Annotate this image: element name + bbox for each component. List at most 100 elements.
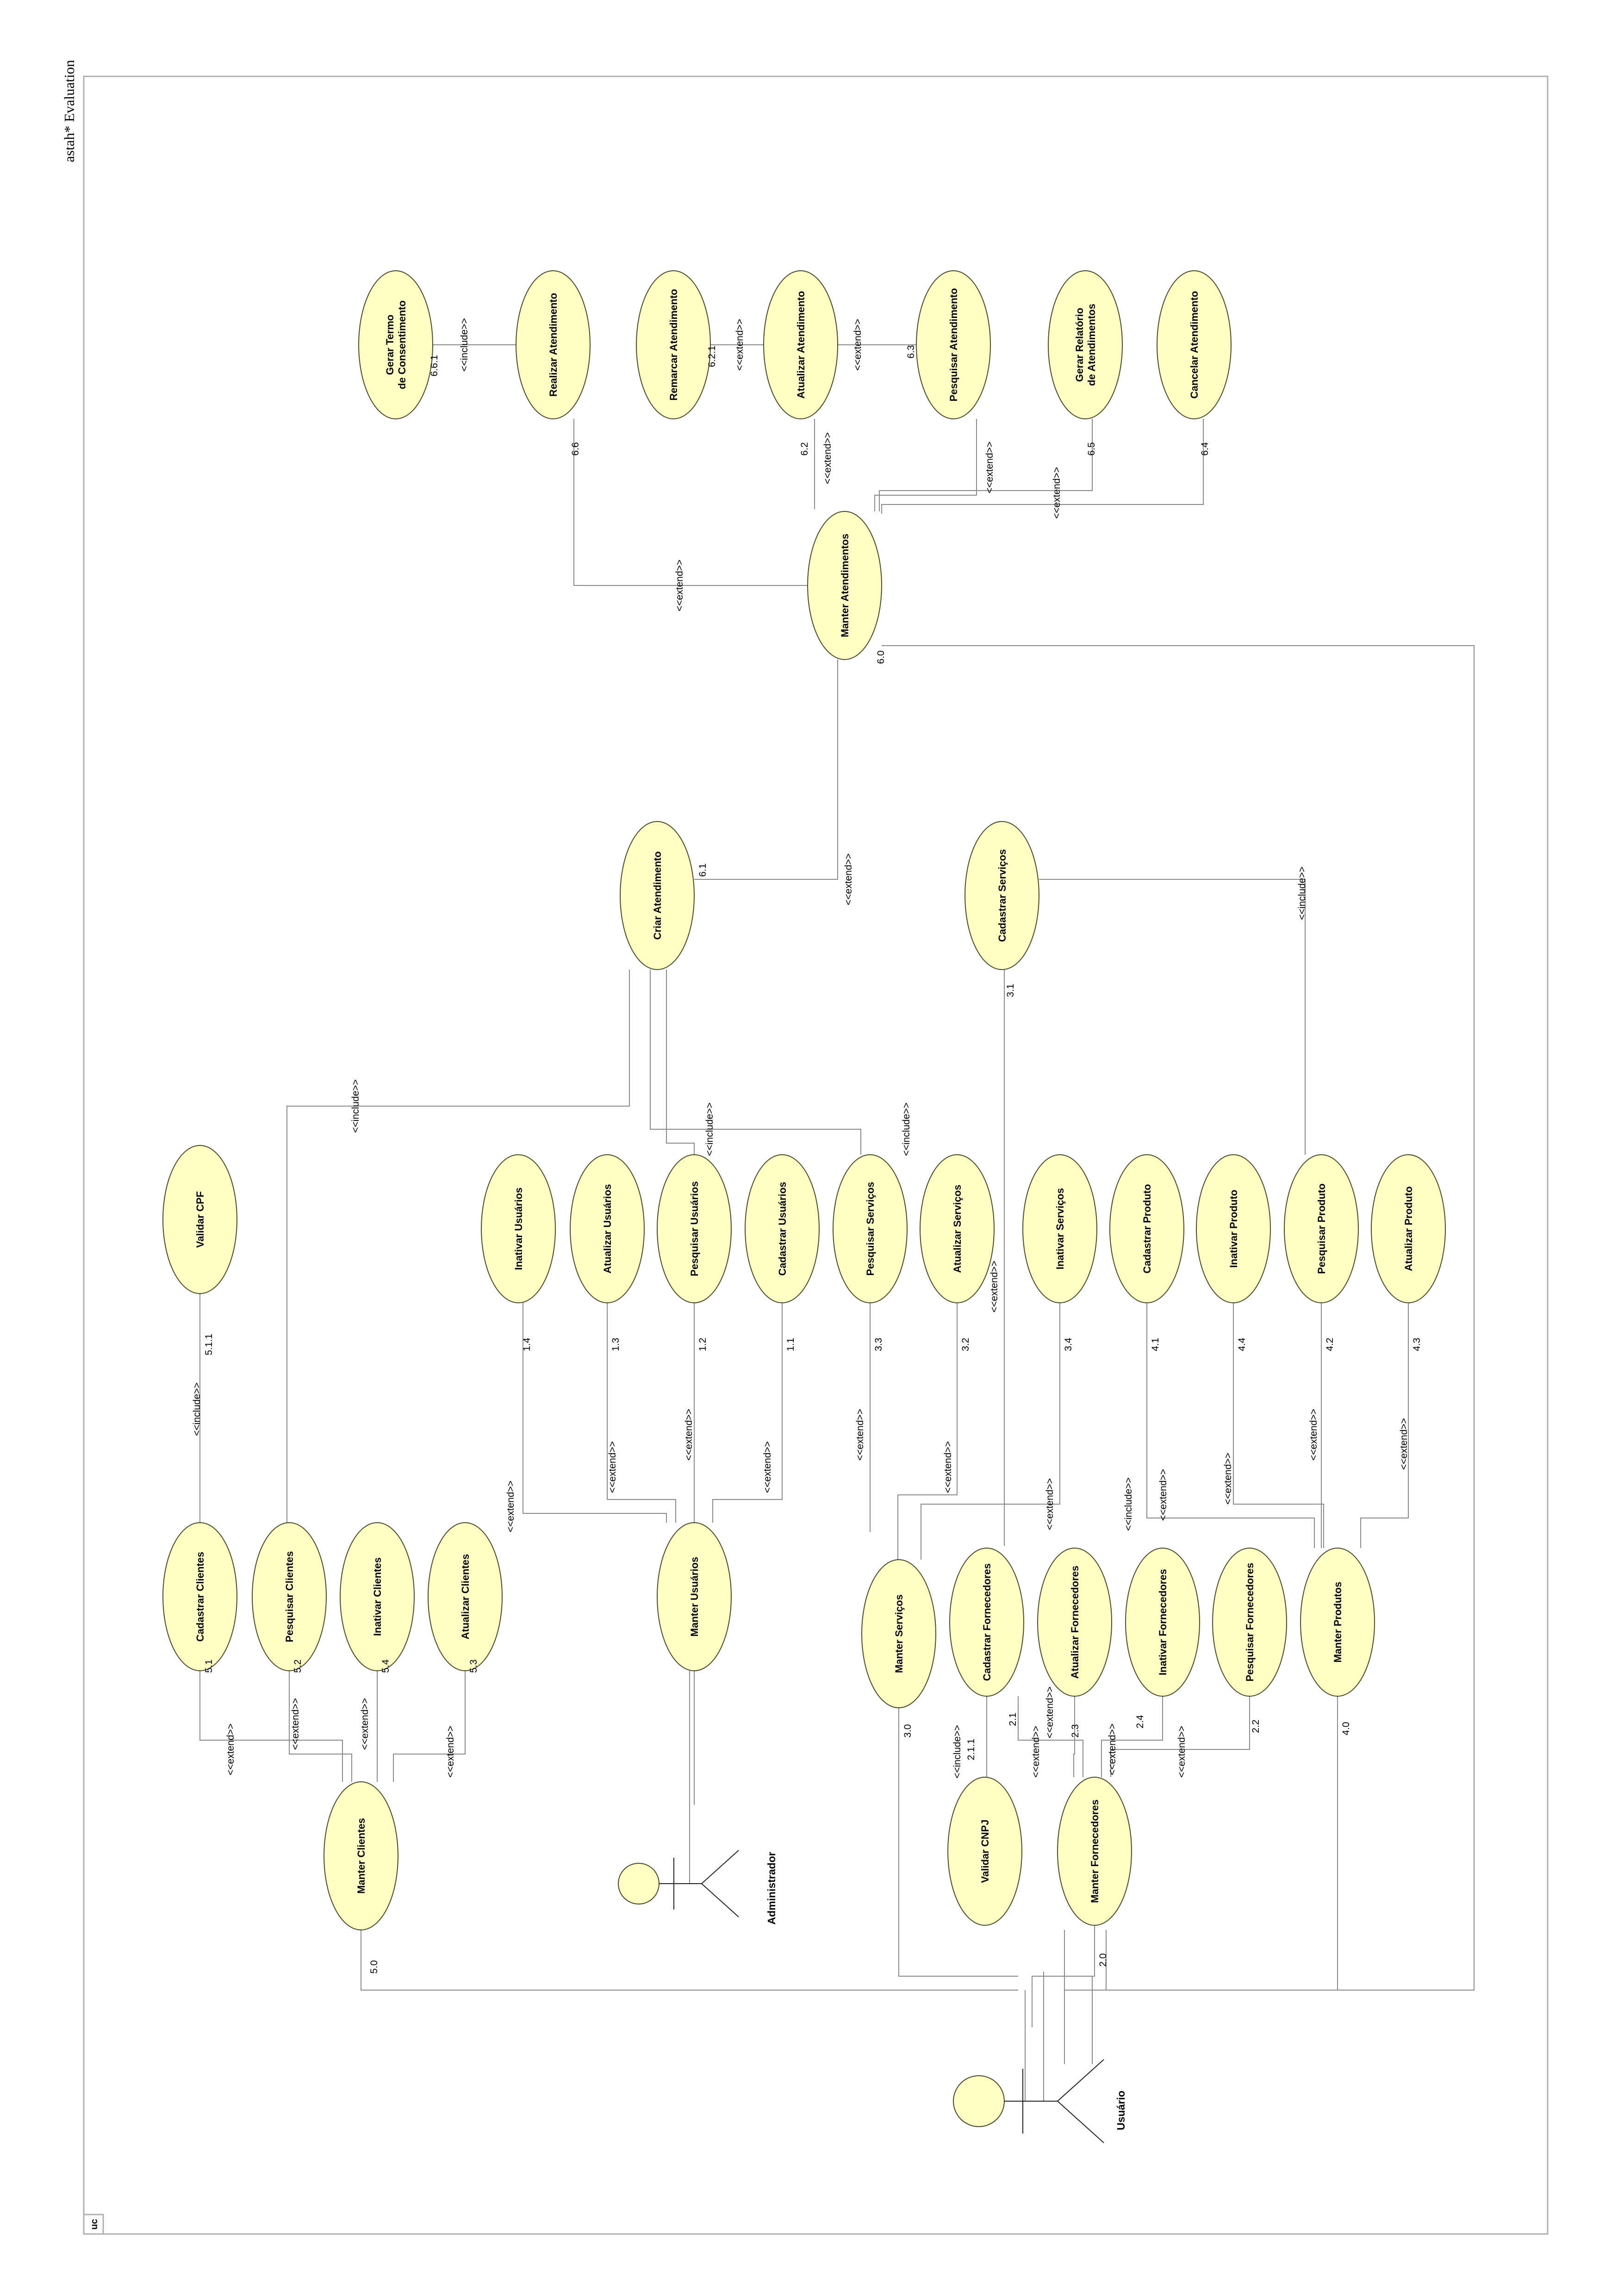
use-case-number: 5.2 [292, 1659, 303, 1673]
stereotype-extend-1: <<extend>> [674, 560, 685, 611]
connector-line-8 [694, 660, 838, 880]
use-case-name: Cadastrar Serviços [996, 849, 1008, 942]
use-case-name: Cadastrar Produto [1141, 1184, 1153, 1273]
use-case-number: 6.4 [1200, 442, 1210, 456]
frame-tab [83, 2214, 104, 2235]
connector-line-27 [1064, 1696, 1338, 1991]
use-case-number: 3.0 [902, 1724, 913, 1737]
use-case-number: 6.6.1 [429, 355, 440, 377]
connector-line-12 [666, 970, 695, 1155]
stereotype-extend-14: <<extend>> [505, 1481, 516, 1532]
use-case-name: Manter Fornecedores [1089, 1799, 1101, 1903]
connector-line-22 [921, 1303, 1060, 1560]
use-case-ellipse [324, 1781, 398, 1930]
use-case-number: 2.1.1 [966, 1739, 977, 1761]
stereotype-extend-6: <<extend>> [1052, 467, 1062, 519]
use-case-ellipse [657, 1154, 732, 1303]
use-case-name: Atualizar Serviços [952, 1185, 963, 1273]
use-case-name: Pesquisar Clientes [284, 1551, 295, 1643]
connector-line-10 [286, 970, 630, 1523]
actor-head [953, 2075, 1005, 2127]
stereotype-extend-5: <<extend>> [984, 442, 995, 493]
use-case-ellipse [1300, 1548, 1375, 1697]
use-case-ellipse [428, 1522, 503, 1671]
use-case-validar-cnpj: Validar CNPJ 2.1.1 [947, 1739, 1022, 1926]
use-case-number: 5.1.1 [204, 1334, 214, 1356]
use-case-number: 2.0 [1098, 1953, 1108, 1966]
stereotype-include-9: <<include>> [350, 1079, 361, 1133]
use-case-name: Manter Produtos [1332, 1582, 1344, 1663]
use-case-number: 1.4 [522, 1338, 532, 1351]
connector-line-7 [881, 419, 1204, 514]
connector-line-24 [1233, 1303, 1324, 1548]
use-case-ellipse [481, 1154, 556, 1303]
use-case-number: 4.1 [1150, 1338, 1161, 1351]
use-case-number: 5.0 [369, 1960, 380, 1973]
use-case-name: Pesquisar Atendimento [948, 288, 959, 402]
stereotype-include-21: <<include>> [1123, 1477, 1134, 1531]
use-case-ellipse [1057, 1777, 1132, 1926]
use-case-ellipse [1048, 270, 1123, 419]
use-case-name: Validar CNPJ [979, 1820, 991, 1883]
use-case-number: 2.3 [1070, 1724, 1081, 1737]
frame-label: uc [89, 2219, 100, 2229]
use-case-number: 1.1 [785, 1338, 796, 1351]
use-case-number: 5.3 [468, 1659, 479, 1673]
use-case-ellipse [833, 1154, 908, 1303]
use-case-number: 4.2 [1325, 1338, 1335, 1351]
use-case-number: 2.1 [1008, 1712, 1018, 1726]
stereotype-extend-28: <<extend>> [360, 1698, 370, 1750]
actor-administrador: Administrador [618, 1850, 778, 1925]
stereotype-include-0: <<include>> [459, 318, 470, 372]
use-case-number: 3.3 [873, 1338, 884, 1351]
use-case-name: Inativar Serviços [1054, 1188, 1066, 1269]
use-case-ellipse [340, 1522, 415, 1671]
use-case-name: Pesquisar Serviços [865, 1182, 876, 1276]
connector-line-1 [573, 419, 808, 586]
use-case-ellipse [162, 1145, 237, 1294]
use-case-ellipse [1196, 1154, 1271, 1303]
use-case-name: Pesquisar Usuários [689, 1181, 700, 1276]
stereotype-include-30: <<include>> [952, 1725, 963, 1779]
stereotype-extend-25: <<extend>> [1399, 1418, 1409, 1470]
use-case-name: Remarcar Atendimento [668, 289, 679, 400]
actor-usuario: Usuário [953, 2059, 1127, 2143]
use-case-name: Manter Usuários [689, 1557, 700, 1636]
use-case-number: 6.5 [1086, 442, 1097, 455]
use-case-name: Validar CPF [194, 1191, 206, 1248]
use-case-ellipse [807, 511, 882, 660]
stereotype-extend-32: <<extend>> [1045, 1686, 1055, 1738]
use-case-name: Manter Serviços [893, 1594, 905, 1673]
stereotype-extend-16: <<extend>> [684, 1409, 694, 1461]
connector-line-23 [1146, 1303, 1315, 1548]
use-case-ellipse [745, 1154, 820, 1303]
use-case-ellipse [620, 821, 695, 970]
use-case-name: Pesquisar Produto [1316, 1183, 1327, 1274]
connector-line-26 [1360, 1303, 1409, 1548]
stereotype-extend-27: <<extend>> [290, 1698, 301, 1750]
use-case-ellipse [1212, 1548, 1287, 1697]
connector-line-35 [1073, 1696, 1075, 1777]
use-case-name: Cadastrar Fornecedores [981, 1563, 993, 1681]
use-case-ellipse [657, 1522, 732, 1671]
stereotype-extend-20: <<extend>> [1045, 1478, 1055, 1530]
stereotype-extend-15: <<extend>> [607, 1441, 618, 1493]
stereotype-labels: <<include>> <<extend>> <<extend>> <<extend>… [192, 318, 1409, 1779]
use-case-name: Criar Atendimento [652, 851, 663, 940]
